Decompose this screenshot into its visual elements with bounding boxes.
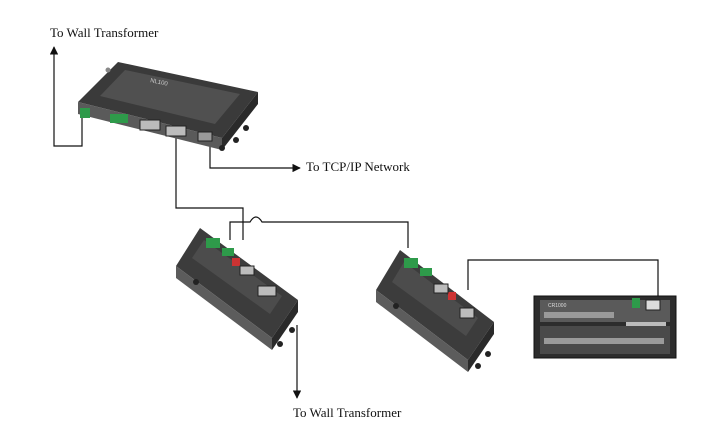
cable-right-to-logger (467, 259, 659, 298)
cable-crossover (229, 216, 409, 248)
logger-name: CR1000 (548, 303, 567, 309)
label-tcp-ip-network: To TCP/IP Network (306, 159, 410, 174)
peripheral-device-right (376, 250, 494, 372)
main-interface-unit: NL100 (78, 62, 258, 151)
power-line-top (49, 46, 83, 147)
label-top-wall-transformer: To Wall Transformer (50, 25, 159, 40)
peripheral-device-left (176, 228, 298, 350)
network-line (209, 138, 301, 173)
connection-lines (49, 46, 659, 399)
cable-main-to-left (175, 132, 244, 240)
datalogger: CR1000 (533, 295, 677, 359)
main-unit-model: NL100 (150, 78, 169, 88)
label-bottom-wall-transformer: To Wall Transformer (293, 405, 402, 420)
